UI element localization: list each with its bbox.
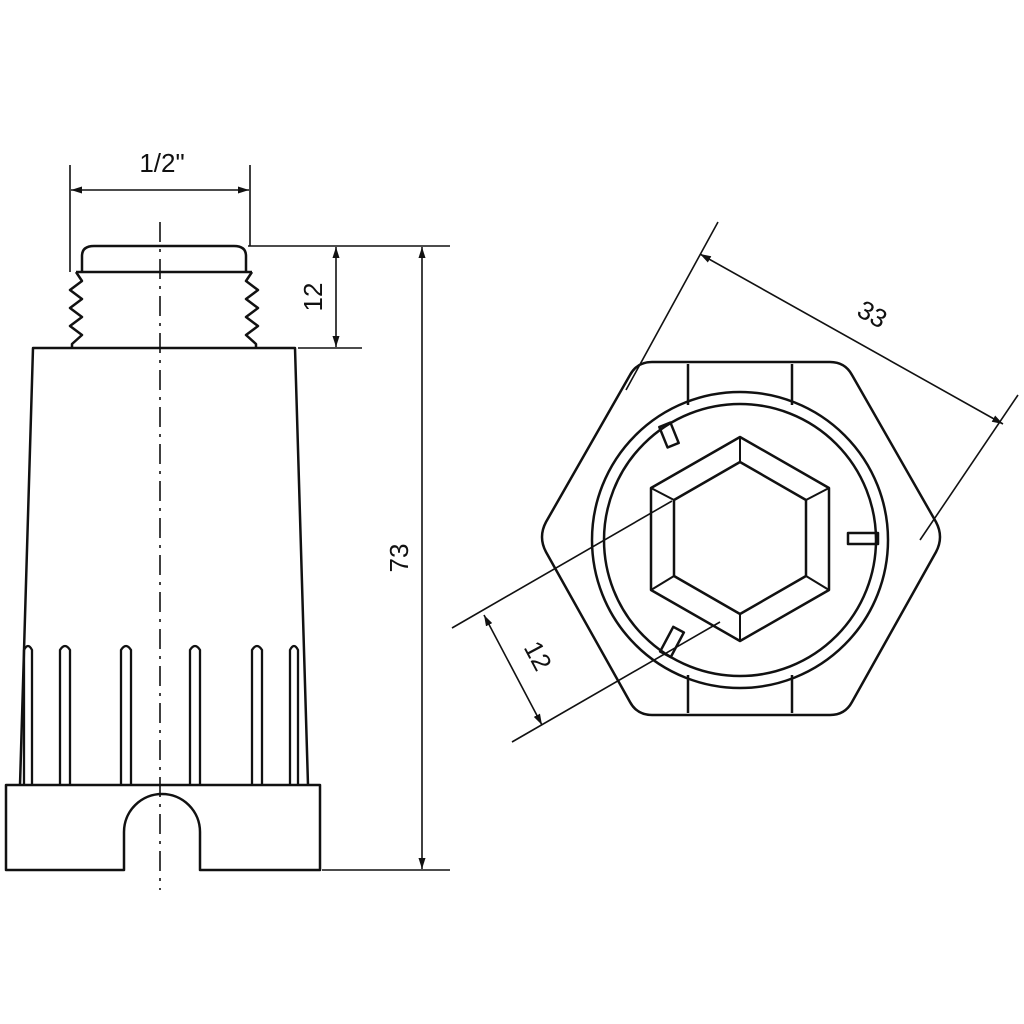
outer-hex <box>540 360 942 717</box>
thread-cap <box>80 244 248 272</box>
notch <box>658 625 686 659</box>
dim-label-total-height: 73 <box>384 544 414 573</box>
hex-socket-inner <box>672 460 808 616</box>
base-foot <box>4 783 322 872</box>
body-slots <box>22 644 300 785</box>
side-view-dimensions <box>69 165 450 871</box>
ext-line <box>919 394 1019 541</box>
body-slot <box>58 644 72 785</box>
dim-line-hex-socket <box>483 614 543 726</box>
dim-label-thread: 1/2" <box>139 148 184 178</box>
body-slot <box>188 644 202 785</box>
ext-line <box>451 500 673 629</box>
top-view <box>540 360 942 717</box>
body-outline <box>18 346 310 786</box>
dim-line-across-flats <box>699 253 1004 425</box>
notch <box>658 421 680 449</box>
dim-label-hex-socket: 12 <box>518 636 558 676</box>
body-slot <box>288 644 300 785</box>
ext-line <box>625 221 719 391</box>
body-slot <box>22 644 34 785</box>
thread-right <box>244 271 260 348</box>
notch <box>846 531 880 546</box>
hex-socket-outer <box>649 435 831 643</box>
side-view <box>4 244 322 872</box>
hex-socket-edges <box>650 437 830 641</box>
body-slot <box>250 644 264 785</box>
ext-line <box>511 621 721 743</box>
body-slot <box>119 644 133 785</box>
thread-left <box>68 271 84 348</box>
dim-label-across-flats: 33 <box>852 294 892 334</box>
dim-label-thread-length: 12 <box>298 283 328 312</box>
top-view-dimensions <box>451 221 1019 743</box>
